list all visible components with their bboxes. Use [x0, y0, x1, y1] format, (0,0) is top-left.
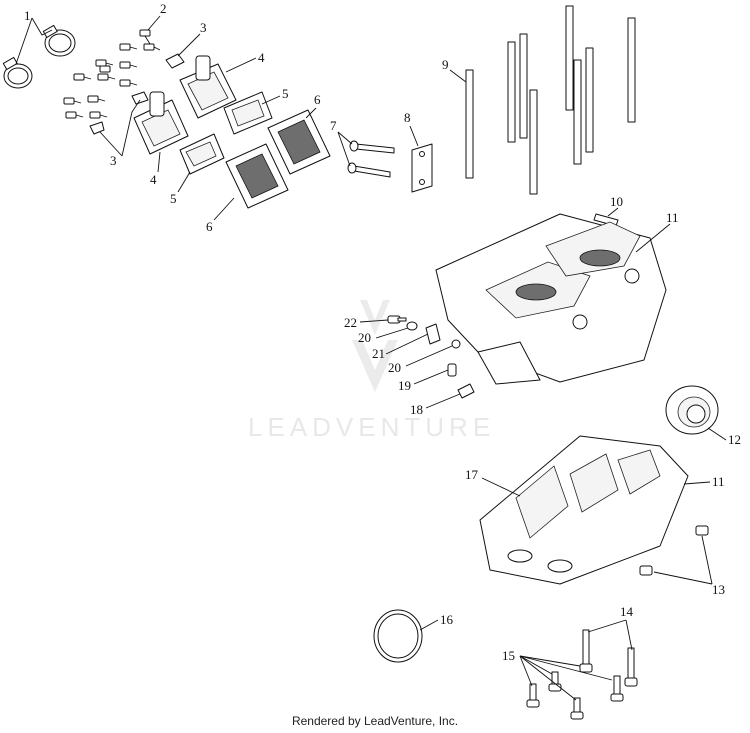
- callout-3-top: 3: [200, 20, 207, 35]
- part-3-tab-washers[interactable]: [89, 53, 185, 135]
- callout-16: 16: [440, 612, 454, 627]
- part-12-seal[interactable]: [665, 385, 719, 435]
- part-20-washers[interactable]: [406, 321, 461, 349]
- callout-15: 15: [502, 648, 515, 663]
- callout-3-bottom: 3: [110, 153, 117, 168]
- callout-1: 1: [24, 8, 31, 23]
- part-17-lower-crankcase[interactable]: [479, 435, 689, 585]
- callout-2: 2: [160, 1, 167, 16]
- callout-7: 7: [330, 118, 337, 133]
- callout-19: 19: [398, 378, 411, 393]
- part-1-hose-clamps[interactable]: [2, 24, 76, 89]
- part-8-cover-plate[interactable]: [411, 143, 433, 193]
- part-2-bolts[interactable]: [63, 29, 161, 119]
- callout-6-bottom: 6: [206, 219, 213, 234]
- callout-22: 22: [344, 315, 357, 330]
- callout-6-top: 6: [314, 92, 321, 107]
- callout-4-bottom: 4: [150, 172, 157, 187]
- part-14-15-case-bolts[interactable]: [526, 629, 638, 720]
- leadventure-watermark: LEADVENTURE: [248, 300, 495, 442]
- callout-8: 8: [404, 110, 411, 125]
- part-19-dowel[interactable]: [447, 363, 457, 377]
- callout-10: 10: [610, 194, 623, 209]
- footer-credit: Rendered by LeadVenture, Inc.: [291, 714, 459, 728]
- part-7-bolts[interactable]: [347, 140, 395, 178]
- callout-17: 17: [465, 467, 479, 482]
- part-9-studs[interactable]: [465, 5, 636, 195]
- callout-13: 13: [712, 582, 725, 597]
- watermark-text: LEADVENTURE: [248, 412, 495, 442]
- part-13-plugs[interactable]: [639, 525, 709, 576]
- callout-21: 21: [372, 346, 385, 361]
- part-21-fitting[interactable]: [425, 323, 441, 345]
- part-11-upper-crankcase[interactable]: [435, 213, 667, 385]
- part-18-pin[interactable]: [457, 383, 475, 399]
- callout-14: 14: [620, 604, 634, 619]
- callout-11-bottom: 11: [712, 474, 725, 489]
- callout-5-bottom: 5: [170, 191, 177, 206]
- part-4-reed-housings[interactable]: [133, 55, 237, 155]
- callout-5-top: 5: [282, 86, 289, 101]
- part-22-screw[interactable]: [387, 315, 407, 324]
- callout-12: 12: [728, 432, 741, 447]
- part-6-reed-cages[interactable]: [225, 109, 331, 209]
- callout-11-top: 11: [666, 210, 679, 225]
- part-5-spacers[interactable]: [179, 91, 273, 175]
- callout-20-bottom: 20: [388, 360, 401, 375]
- callout-4-top: 4: [258, 50, 265, 65]
- callout-18: 18: [410, 402, 423, 417]
- callout-20-top: 20: [358, 330, 371, 345]
- callout-9: 9: [442, 57, 449, 72]
- part-16-retaining-ring[interactable]: [373, 609, 423, 663]
